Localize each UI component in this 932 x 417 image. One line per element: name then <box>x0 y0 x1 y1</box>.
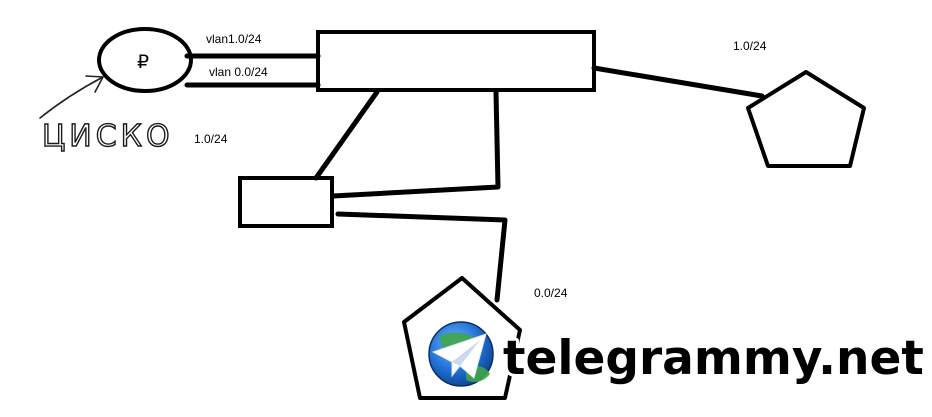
connection-lines <box>184 53 765 303</box>
link-switch-router-elbow <box>330 89 501 199</box>
router-node <box>238 176 334 228</box>
link-switch-right-host <box>591 65 765 99</box>
client-mark: ₽ <box>137 51 149 73</box>
right-subnet-label: 1.0/24 <box>733 39 767 53</box>
bottom-host-pentagon <box>402 276 522 400</box>
vlan-upper-label: vlan1.0/24 <box>206 32 262 46</box>
watermark-text: telegrammy.net <box>503 331 924 386</box>
left-subnet-label: 1.0/24 <box>194 132 228 146</box>
vlan-lower-label: vlan 0.0/24 <box>209 65 268 79</box>
right-host-pentagon <box>746 70 866 168</box>
handwritten-arrow <box>39 75 104 119</box>
telegram-logo-icon <box>428 321 494 387</box>
handwritten-note: ЦИСКО <box>42 119 174 154</box>
bottom-subnet-label: 0.0/24 <box>534 286 568 300</box>
client-node-ellipse <box>97 27 193 93</box>
link-switch-router <box>313 89 380 181</box>
link-router-bottom-host <box>335 211 508 303</box>
switch-node <box>316 30 596 92</box>
